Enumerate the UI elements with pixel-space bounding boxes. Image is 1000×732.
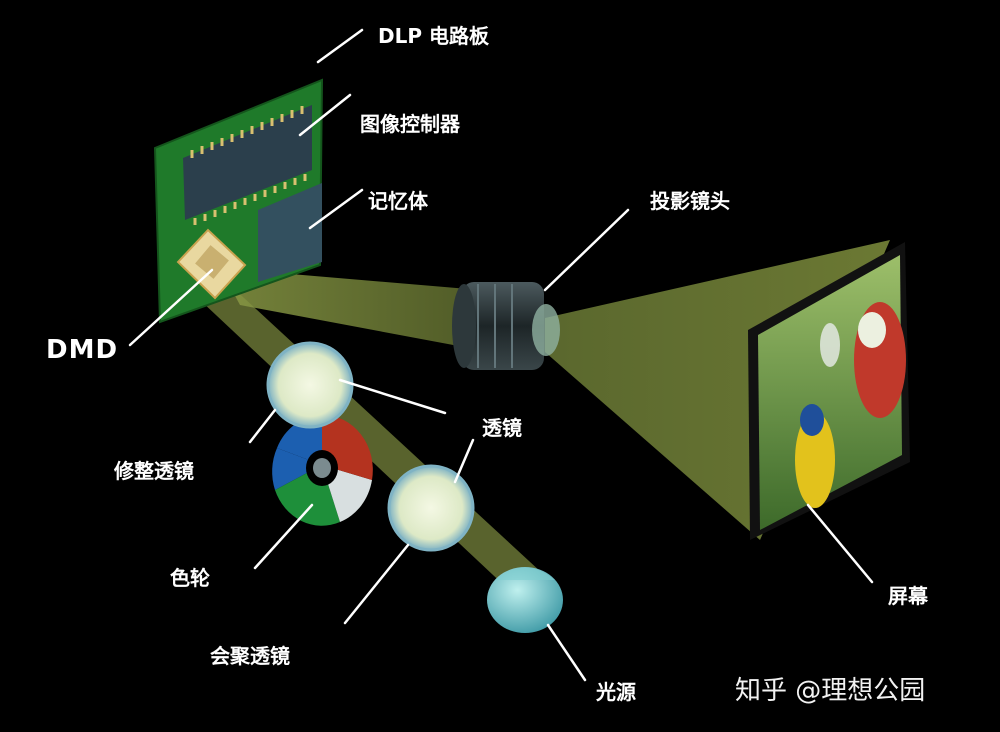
image-controller-chip (183, 105, 312, 220)
label-condenser-lens: 会聚透镜 (210, 644, 290, 668)
projection-screen-illustration (748, 242, 910, 540)
label-trim-lens: 修整透镜 (114, 459, 194, 483)
projection-lens-illustration (452, 282, 560, 370)
label-memory: 记忆体 (368, 189, 428, 213)
dlp-circuit-board (153, 78, 324, 324)
light-bulb-illustration (487, 567, 563, 633)
beam-dmd-to-lens (220, 268, 480, 350)
label-projection-lens: 投影镜头 (650, 189, 730, 213)
chip-pins (190, 106, 307, 225)
trim-lens-illustration (266, 341, 354, 429)
leader-lines (128, 28, 874, 682)
label-screen: 屏幕 (888, 584, 928, 608)
label-color-wheel: 色轮 (170, 566, 210, 590)
memory-chip (258, 183, 322, 282)
label-dmd: DMD (46, 335, 119, 365)
label-dlp-board: DLP 电路板 (378, 24, 489, 48)
label-lens: 透镜 (482, 416, 522, 440)
label-image-controller: 图像控制器 (360, 112, 460, 136)
color-wheel-illustration (272, 414, 373, 526)
label-light-source: 光源 (596, 680, 636, 704)
relay-lens-illustration (387, 464, 475, 552)
watermark: 知乎 @理想公园 (735, 676, 926, 706)
